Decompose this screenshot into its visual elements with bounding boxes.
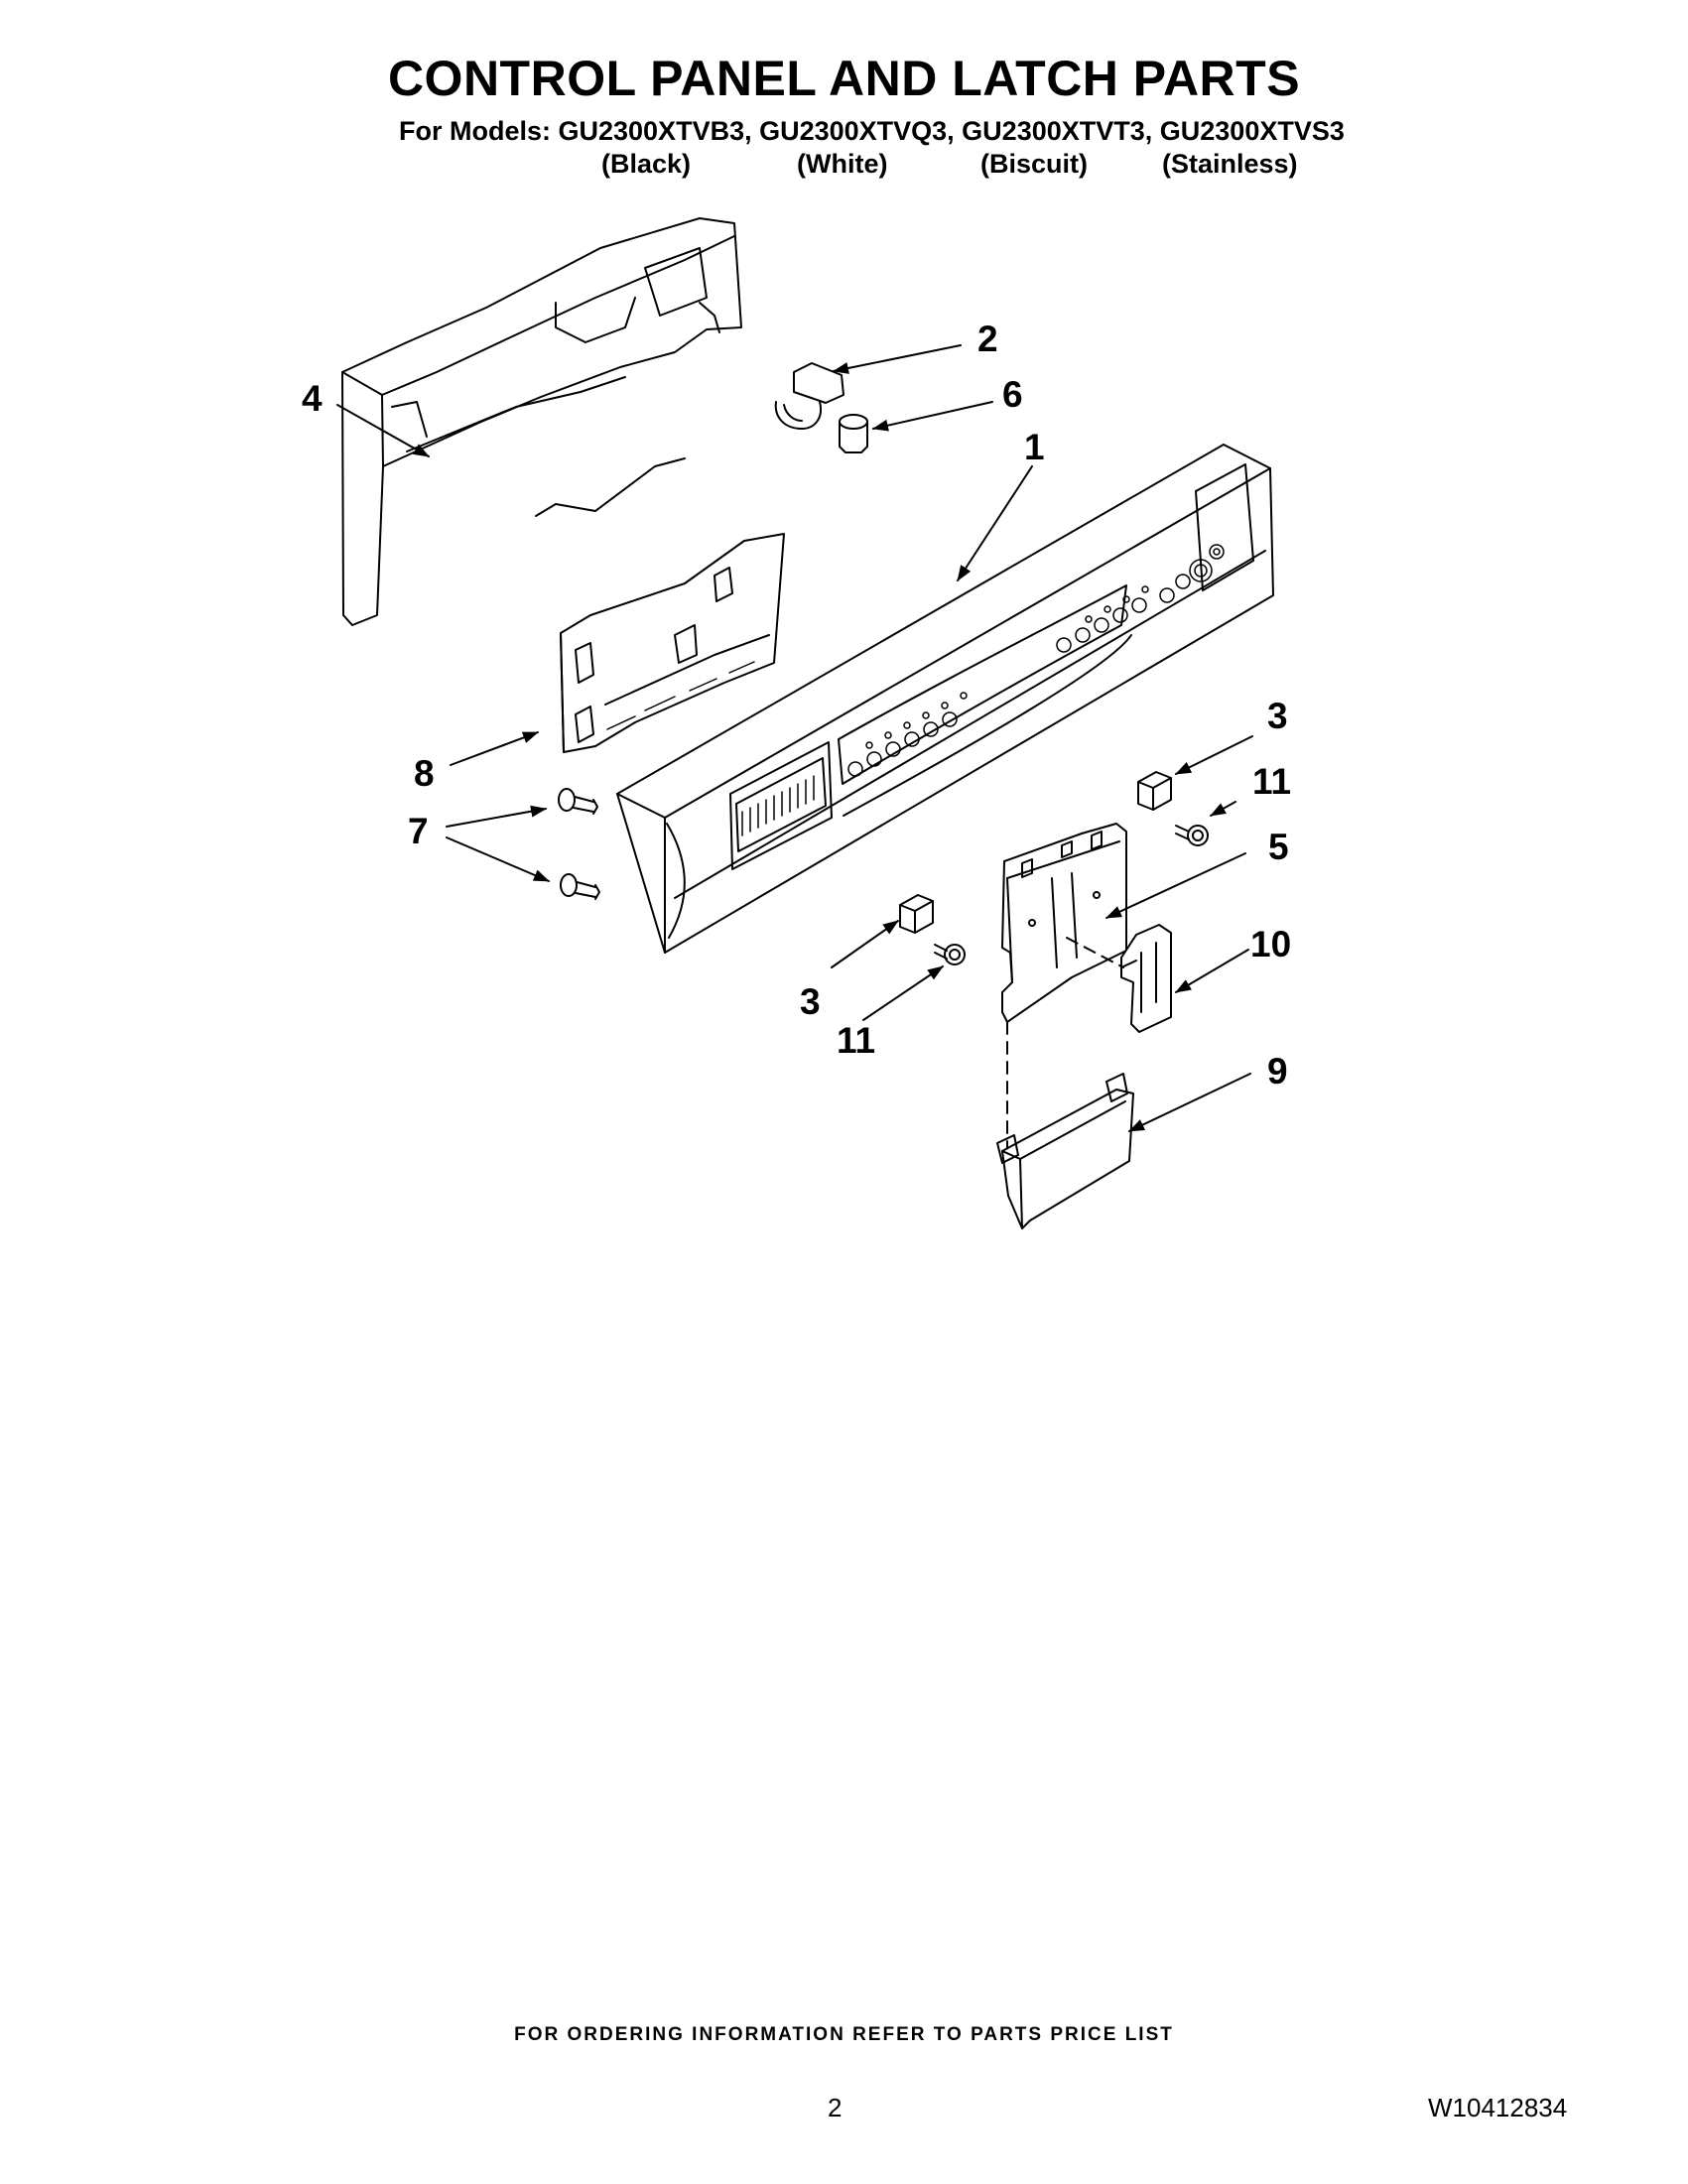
models-line: For Models: GU2300XTVB3, GU2300XTVQ3, GU… bbox=[399, 116, 1345, 146]
part-screw-upper bbox=[558, 788, 598, 815]
part-door-latch bbox=[1001, 823, 1127, 1023]
part-cover bbox=[341, 217, 742, 626]
part-latch-lever bbox=[1120, 924, 1172, 1033]
callout-7: 7 bbox=[408, 811, 429, 851]
color-label-biscuit: (Biscuit) bbox=[980, 149, 1088, 179]
callout-2: 2 bbox=[977, 319, 998, 359]
color-label-stainless: (Stainless) bbox=[1162, 149, 1298, 179]
callout-4: 4 bbox=[302, 378, 323, 419]
part-control-board bbox=[560, 533, 785, 753]
page-title: CONTROL PANEL AND LATCH PARTS bbox=[387, 51, 1301, 106]
leader-lines bbox=[336, 344, 1253, 1132]
callout-5: 5 bbox=[1268, 827, 1289, 867]
part-latch-screw-upper bbox=[1175, 825, 1209, 846]
callout-11-upper: 11 bbox=[1252, 761, 1291, 802]
callout-9: 9 bbox=[1267, 1051, 1288, 1092]
document-number: W10412834 bbox=[1428, 2093, 1568, 2122]
part-latch-screw-lower bbox=[934, 944, 966, 965]
callout-3-upper: 3 bbox=[1267, 696, 1288, 736]
callout-6: 6 bbox=[1002, 374, 1023, 415]
ordering-note: FOR ORDERING INFORMATION REFER TO PARTS … bbox=[514, 2024, 1174, 2045]
color-label-white: (White) bbox=[797, 149, 888, 179]
callout-10: 10 bbox=[1250, 924, 1291, 964]
page-number: 2 bbox=[828, 2093, 843, 2122]
part-clip bbox=[774, 362, 844, 430]
part-screw-lower bbox=[560, 873, 600, 900]
callout-3-lower: 3 bbox=[800, 981, 821, 1022]
part-latch-block-lower bbox=[899, 894, 934, 934]
color-label-black: (Black) bbox=[601, 149, 692, 179]
part-control-panel bbox=[616, 444, 1274, 954]
callout-8: 8 bbox=[414, 753, 435, 794]
callout-1: 1 bbox=[1024, 427, 1045, 467]
part-button bbox=[839, 414, 868, 453]
part-latch-handle bbox=[996, 1073, 1134, 1229]
callout-11-lower: 11 bbox=[837, 1020, 875, 1061]
part-latch-block-upper bbox=[1137, 771, 1172, 811]
alignment-lines bbox=[1006, 937, 1124, 1152]
